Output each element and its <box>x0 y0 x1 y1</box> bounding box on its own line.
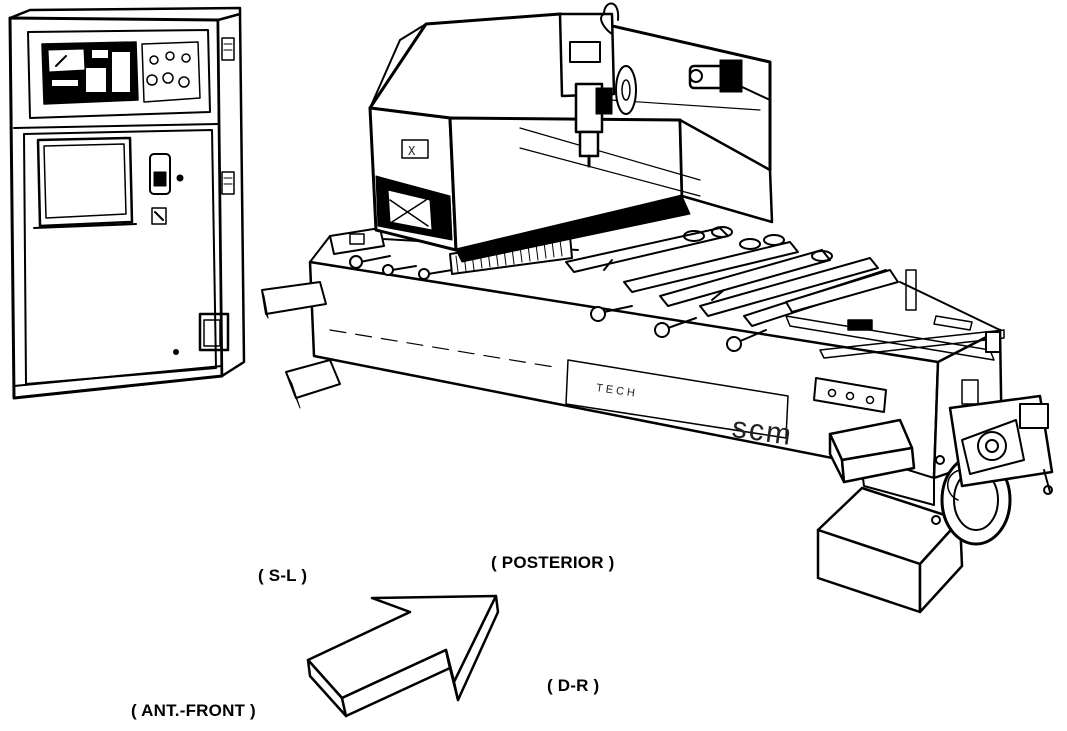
machine-base <box>261 260 1004 614</box>
front-side-label: ( ANT.-FRONT ) <box>131 701 256 720</box>
right-side-label: ( D-R ) <box>547 676 600 695</box>
machining-head <box>368 2 774 263</box>
work-table <box>309 226 1005 361</box>
head-marking: X <box>408 144 416 158</box>
left-side-label: ( S-L ) <box>258 566 308 585</box>
direction-arrow <box>306 594 500 718</box>
rear-side-label: ( POSTERIOR ) <box>491 553 615 572</box>
side-motor <box>931 379 1054 546</box>
control-cabinet <box>8 6 246 400</box>
